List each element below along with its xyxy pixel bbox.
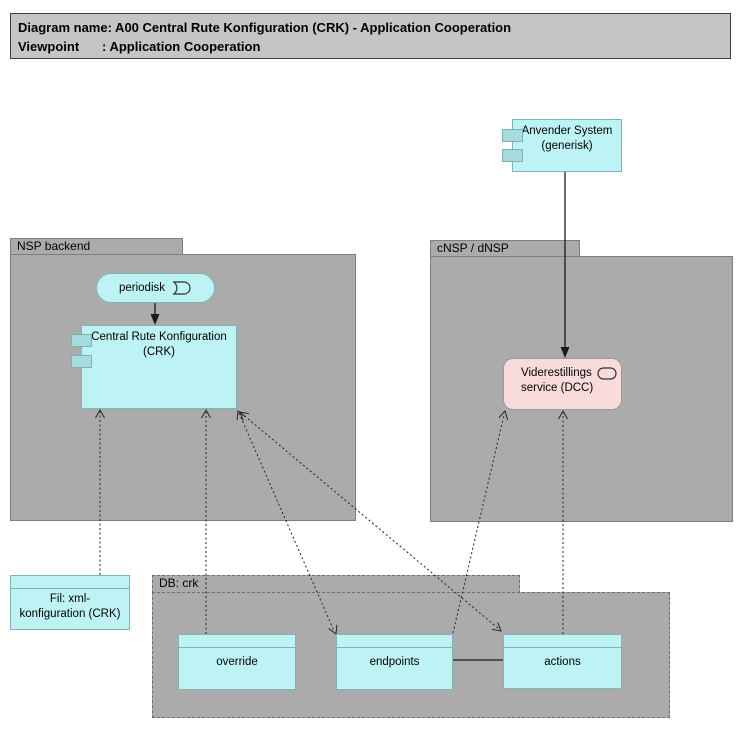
node-anvender-system[interactable]: Anvender System (generisk) bbox=[502, 119, 622, 172]
viewpoint-value: : Application Cooperation bbox=[102, 39, 261, 54]
node-endpoints[interactable]: endpoints bbox=[336, 634, 453, 690]
artifact-top-bar bbox=[11, 576, 129, 589]
package-nsp-backend-tab[interactable]: NSP backend bbox=[10, 238, 183, 255]
dcc-label-line2: service (DCC) bbox=[521, 382, 594, 394]
package-db-crk-tab[interactable]: DB: crk bbox=[152, 575, 520, 593]
actions-label: actions bbox=[544, 656, 581, 668]
diagram-name-label: Diagram name bbox=[18, 20, 108, 35]
component-tab-icon bbox=[502, 149, 523, 162]
artifact-top-bar bbox=[504, 635, 621, 648]
viewpoint-row: Viewpoint : Application Cooperation bbox=[18, 37, 730, 56]
diagram-title-box: Diagram name : A00 Central Rute Konfigur… bbox=[10, 13, 731, 59]
viewpoint-label: Viewpoint bbox=[18, 39, 80, 54]
dcc-label-line1: Viderestillings bbox=[521, 367, 592, 379]
application-service-icon bbox=[597, 367, 617, 380]
component-tab-icon bbox=[502, 129, 523, 142]
periodisk-label: periodisk bbox=[118, 281, 166, 294]
crk-label-line2: (CRK) bbox=[143, 346, 175, 358]
node-periodisk[interactable]: periodisk bbox=[96, 273, 215, 303]
endpoints-label: endpoints bbox=[369, 656, 420, 668]
fil-label-line1: Fil: xml- bbox=[49, 593, 91, 605]
anvender-label-line1: Anvender System bbox=[521, 125, 613, 137]
node-override[interactable]: override bbox=[178, 634, 296, 690]
crk-label-line1: Central Rute Konfiguration bbox=[91, 331, 227, 343]
node-central-rute-konfiguration[interactable]: Central Rute Konfiguration (CRK) bbox=[71, 325, 237, 409]
application-event-icon bbox=[172, 281, 192, 295]
node-actions[interactable]: actions bbox=[503, 634, 622, 689]
component-tab-icon bbox=[71, 334, 92, 347]
artifact-top-bar bbox=[179, 635, 295, 648]
node-viderestillings-service[interactable]: Viderestillings service (DCC) bbox=[503, 358, 622, 410]
diagram-name-row: Diagram name : A00 Central Rute Konfigur… bbox=[18, 18, 730, 37]
artifact-top-bar bbox=[337, 635, 452, 648]
component-tab-icon bbox=[71, 355, 92, 368]
package-cnsp-dnsp-tab[interactable]: cNSP / dNSP bbox=[430, 240, 580, 257]
fil-label-line2: konfiguration (CRK) bbox=[19, 608, 121, 620]
diagram-name-value: : A00 Central Rute Konfiguration (CRK) -… bbox=[107, 20, 512, 35]
override-label: override bbox=[216, 656, 258, 668]
node-fil-xml-konfiguration[interactable]: Fil: xml- konfiguration (CRK) bbox=[10, 575, 130, 630]
anvender-label-line2: (generisk) bbox=[541, 140, 593, 152]
